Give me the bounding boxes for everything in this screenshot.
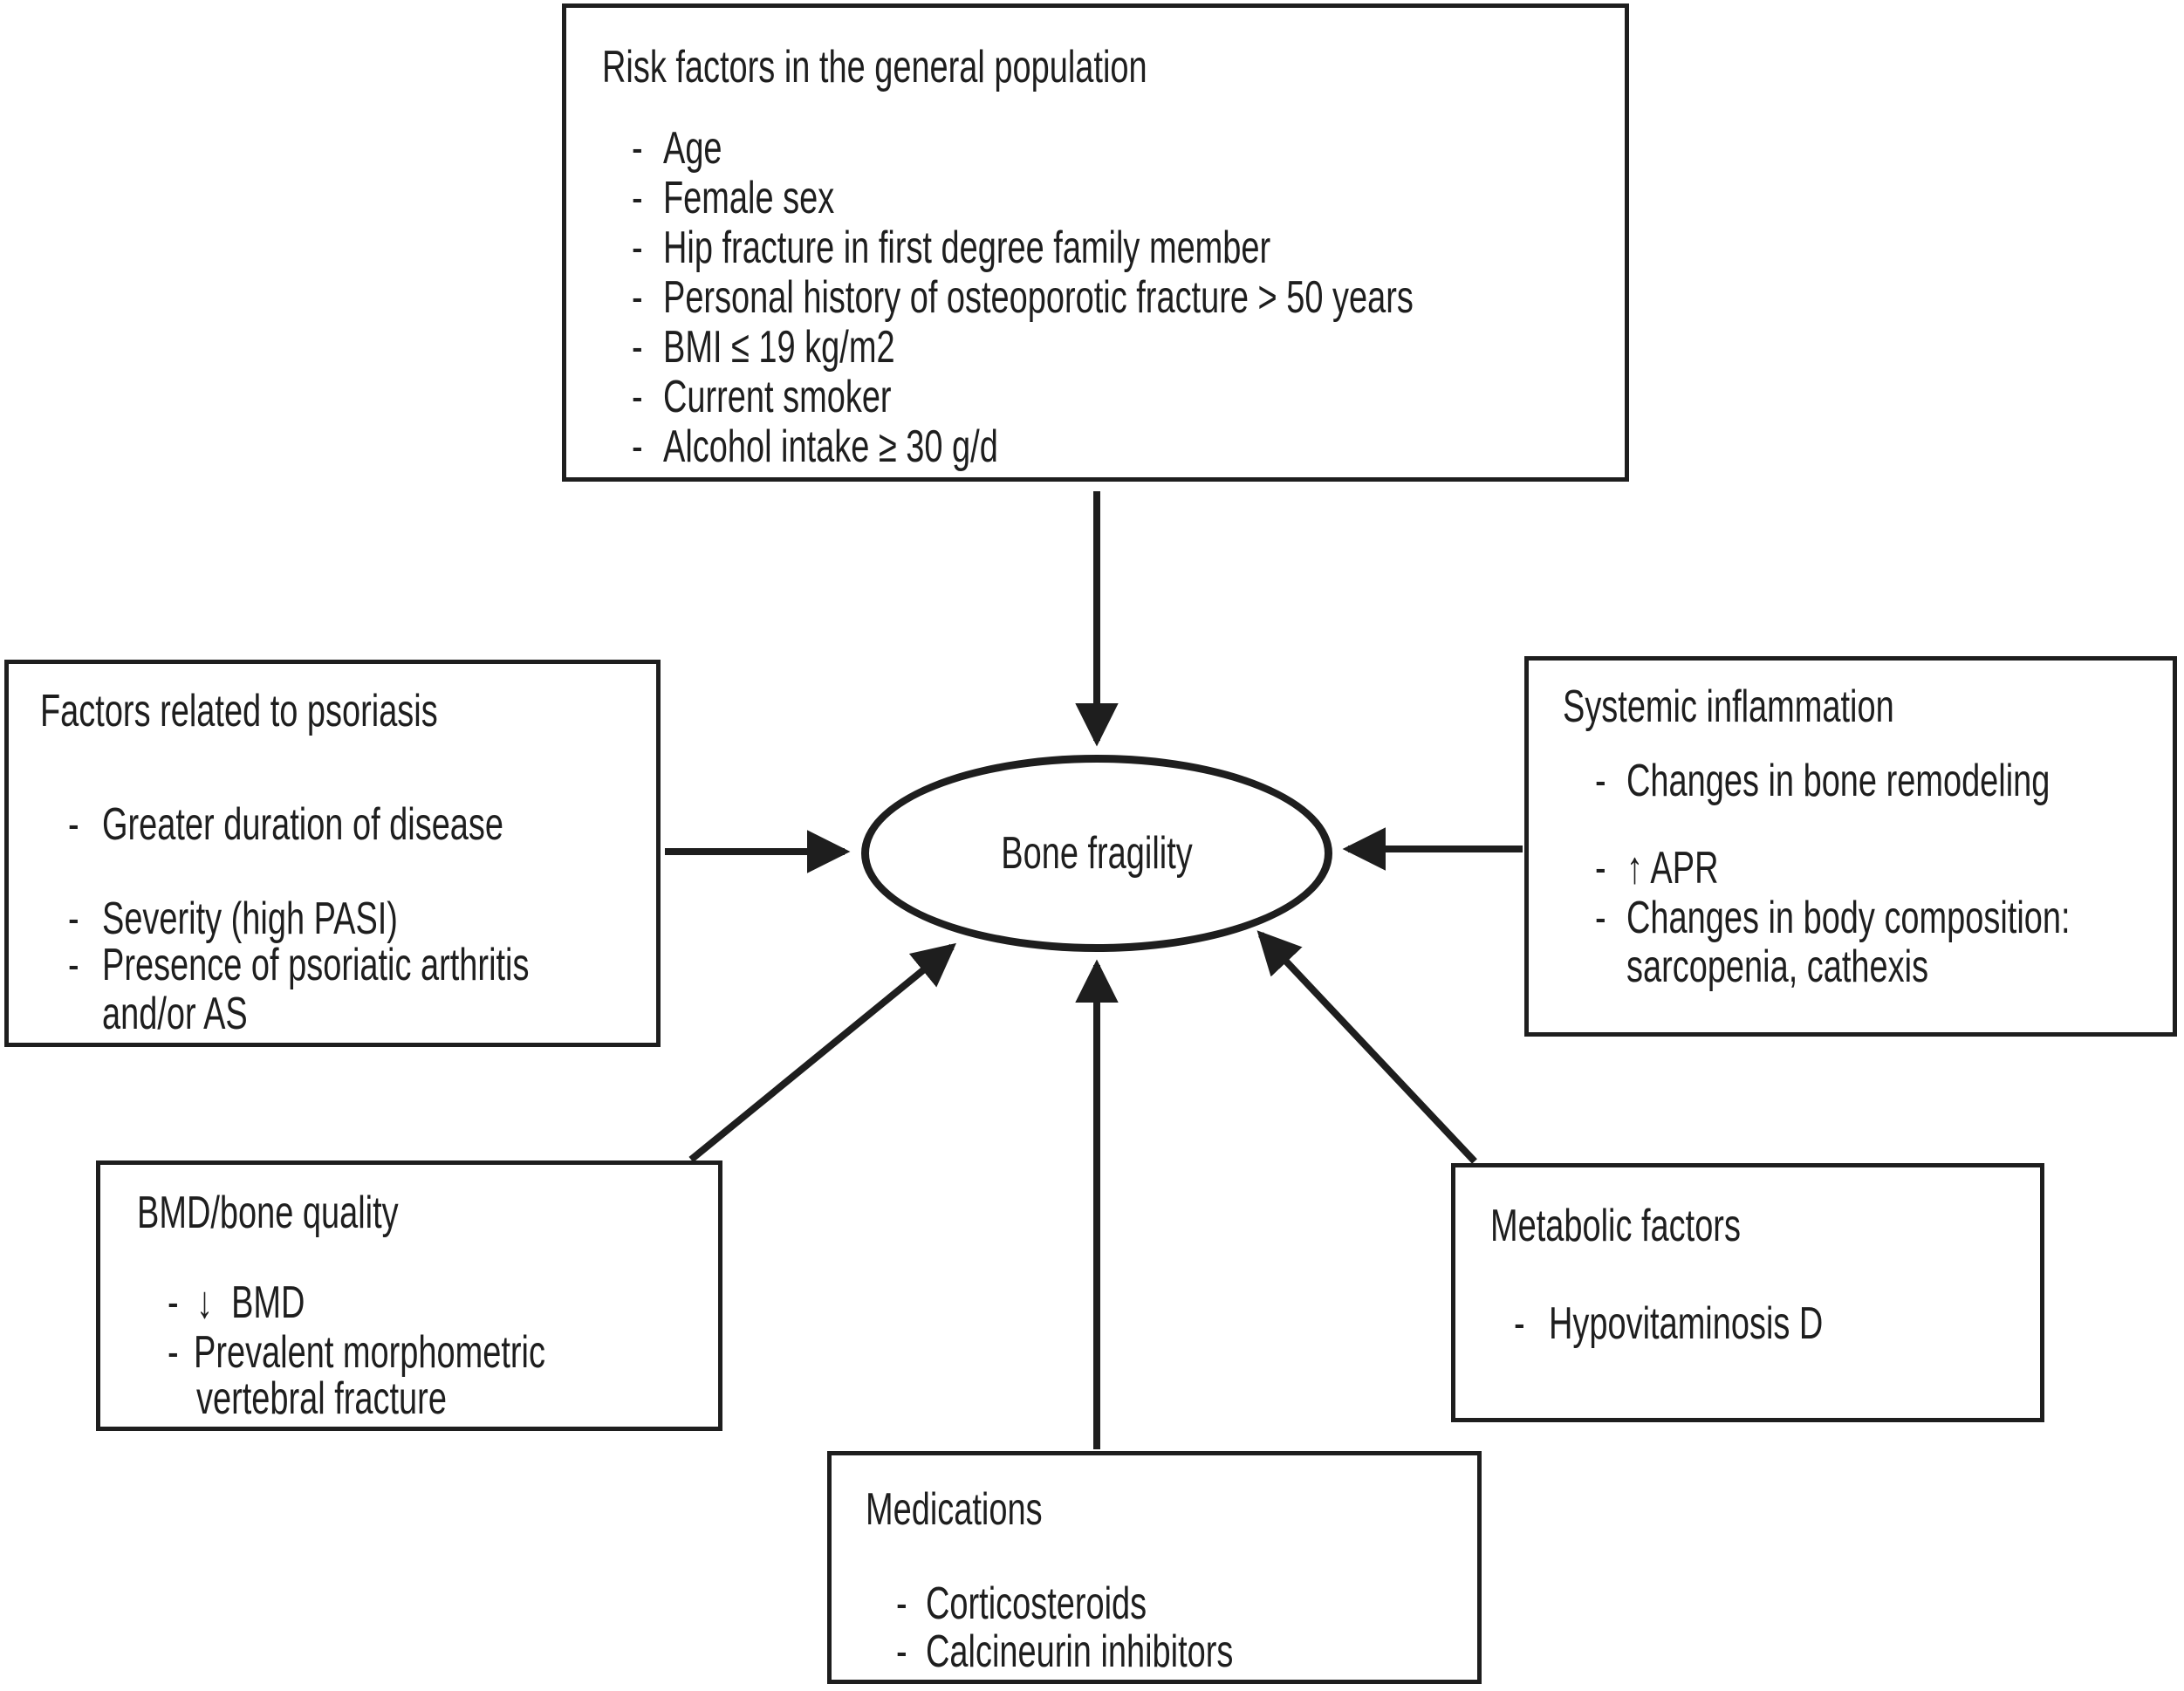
list-item-dash: - — [168, 1277, 179, 1328]
list-item-dash: - — [896, 1626, 907, 1677]
arrow-bmd-to-center — [688, 942, 956, 1163]
list-item-dash: - — [632, 322, 643, 373]
list-item-dash: - — [68, 893, 79, 944]
list-item-text: sarcopenia, cathexis — [1626, 941, 1929, 992]
list-item-text: Presence of psoriatic arthritis — [102, 940, 530, 990]
list-item-text: Hip fracture in first degree family memb… — [663, 222, 1271, 273]
box-title: Metabolic factors — [1490, 1201, 1741, 1251]
list-item-dash: - — [632, 173, 643, 223]
list-item-dash: - — [632, 421, 643, 472]
box-bmd-bone-quality: BMD/bone quality - ↓ BMD - Prevalent mor… — [96, 1160, 722, 1431]
arrow-metabolic-to-center — [1256, 930, 1477, 1164]
list-item-dash: - — [68, 799, 79, 850]
box-medications: Medications - Corticosteroids - Calcineu… — [827, 1451, 1482, 1684]
list-item-dash: - — [1595, 756, 1606, 806]
list-item-dash: - — [68, 940, 79, 990]
box-systemic-inflammation: Systemic inflammation - Changes in bone … — [1524, 656, 2177, 1037]
list-item-text: Current smoker — [663, 372, 892, 422]
list-item-text: Alcohol intake ≥ 30 g/d — [663, 421, 998, 472]
list-item-dash: - — [632, 272, 643, 323]
list-item-text: Calcineurin inhibitors — [926, 1626, 1234, 1677]
list-item-text: Prevalent morphometric — [194, 1327, 545, 1378]
center-node-label: Bone fragility — [1001, 828, 1193, 879]
list-item-text: and/or AS — [102, 989, 248, 1039]
list-item-dash: - — [1514, 1298, 1525, 1349]
list-item-dash: - — [632, 372, 643, 422]
list-item-dash: - — [896, 1578, 907, 1629]
list-item-text: Hypovitaminosis D — [1549, 1298, 1824, 1349]
box-general-risk-factors: Risk factors in the general population -… — [562, 3, 1629, 482]
box-title: Medications — [866, 1484, 1043, 1535]
list-item-text: ↑ APR — [1626, 843, 1719, 893]
box-title: Risk factors in the general population — [602, 42, 1147, 92]
list-item-text: Corticosteroids — [926, 1578, 1147, 1629]
list-item-text: Changes in bone remodeling — [1626, 756, 2050, 806]
box-psoriasis-factors: Factors related to psoriasis - Greater d… — [4, 660, 661, 1047]
list-item-text: Age — [663, 123, 722, 174]
center-node-bone-fragility: Bone fragility — [861, 755, 1332, 952]
list-item-text: BMI ≤ 19 kg/m2 — [663, 322, 895, 373]
box-metabolic-factors: Metabolic factors - Hypovitaminosis D — [1451, 1163, 2044, 1422]
list-item-text: vertebral fracture — [196, 1373, 447, 1424]
list-item-dash: - — [1595, 843, 1606, 893]
list-item-text: ↓ BMD — [196, 1277, 305, 1328]
list-item-text: Personal history of osteoporotic fractur… — [663, 272, 1414, 323]
list-item-text: Severity (high PASI) — [102, 893, 398, 944]
box-title: Factors related to psoriasis — [40, 686, 438, 736]
list-item-dash: - — [1595, 893, 1606, 943]
box-title: BMD/bone quality — [137, 1188, 399, 1238]
list-item-text: Female sex — [663, 173, 835, 223]
list-item-dash: - — [168, 1327, 179, 1378]
list-item-text: Greater duration of disease — [102, 799, 504, 850]
box-title: Systemic inflammation — [1563, 681, 1894, 732]
list-item-dash: - — [632, 123, 643, 174]
list-item-dash: - — [632, 222, 643, 273]
list-item-text: Changes in body composition: — [1626, 893, 2071, 943]
